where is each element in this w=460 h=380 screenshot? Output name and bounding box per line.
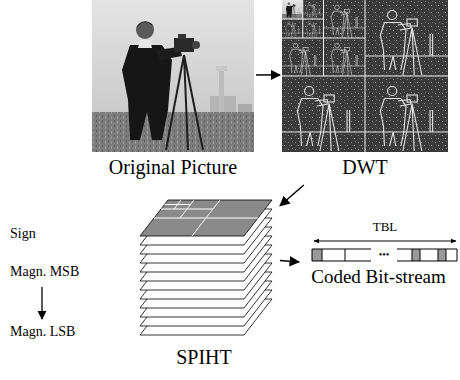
image-panel: Original Picture (90, 0, 256, 185)
bitplane-stack (140, 200, 272, 335)
caption-text: Original Picture (90, 156, 256, 179)
dimension-line (314, 241, 456, 242)
cameraman-photo (92, 0, 254, 152)
plane-label: Magn. LSB (10, 324, 75, 340)
caption-text: Coded Bit-stream (299, 266, 458, 288)
image-panel: SPIHT (128, 196, 280, 374)
dwt-image (282, 0, 448, 152)
caption-text: SPIHT (128, 346, 280, 369)
flow-arrow (256, 74, 280, 76)
sign-plane-grid (154, 200, 258, 236)
bitstream-bar (312, 249, 457, 261)
order-arrow (41, 287, 42, 319)
caption-text: DWT (280, 156, 450, 179)
flow-arrow (280, 261, 299, 262)
plane-label: Sign (10, 226, 36, 242)
plane-label: Magn. MSB (10, 264, 79, 280)
ellipsis-mark: ••• (379, 249, 390, 261)
dimension-label: TBL (373, 220, 398, 235)
image-panel: DWT (280, 0, 450, 185)
flow-arrow (280, 185, 304, 206)
